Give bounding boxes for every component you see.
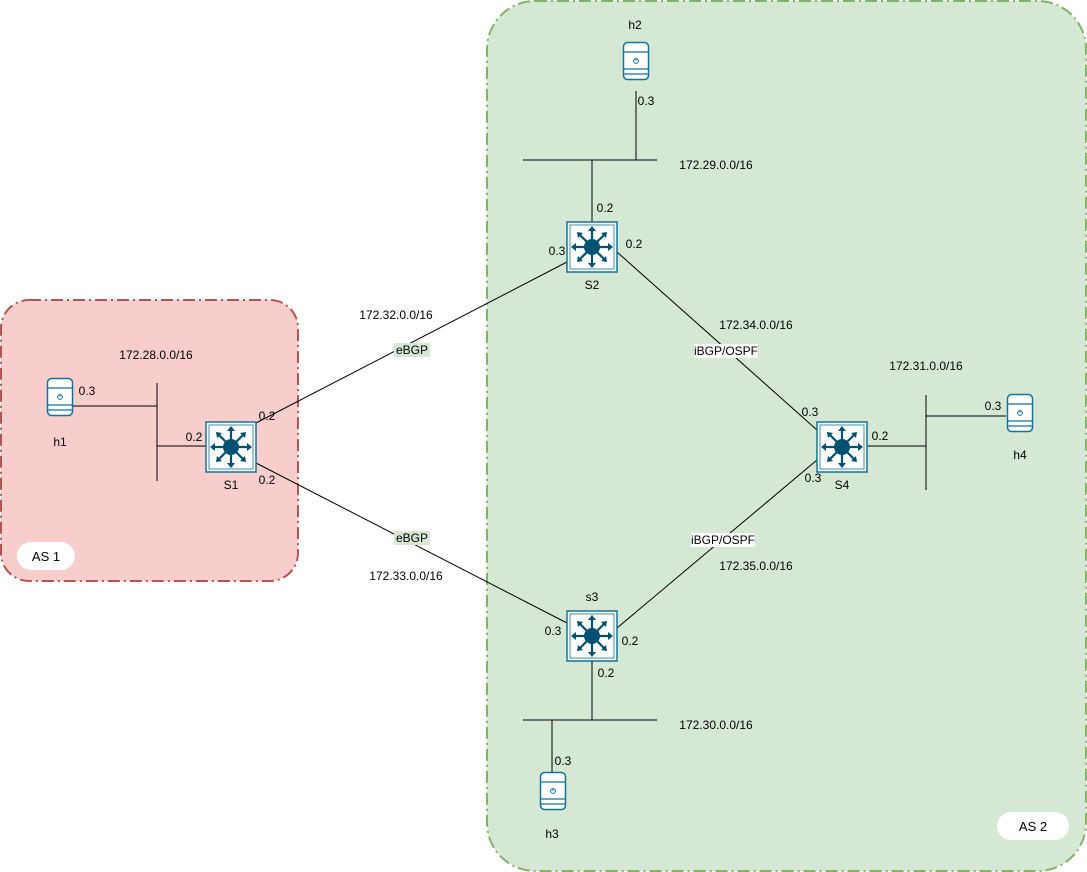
host-h3-label: h3 [545, 827, 559, 841]
if-s2-to-s1-label: 0.3 [549, 244, 566, 258]
as1-badge [17, 542, 75, 570]
as2-zone [486, 0, 1087, 872]
as1-label: AS 1 [32, 549, 60, 564]
subnet-172-35-label: 172.35.0.0/16 [719, 559, 793, 573]
subnet-172-31-label: 172.31.0.0/16 [889, 359, 963, 373]
subnet-172-28-label: 172.28.0.0/16 [119, 348, 193, 362]
host-h1-icon[interactable] [46, 377, 74, 417]
if-h2-label: 0.3 [638, 94, 655, 108]
subnet-172-32-label: 172.32.0.0/16 [359, 308, 433, 322]
if-h1-label: 0.3 [79, 384, 96, 398]
switch-s3-icon[interactable] [565, 609, 619, 663]
if-s4-lan-label: 0.2 [872, 429, 889, 443]
interface-labels: 0.3 0.2 0.2 0.2 0.3 0.2 0.3 0.2 0.3 0.2 … [79, 94, 1002, 768]
link-s1-s2 [255, 261, 568, 424]
host-h1-label: h1 [53, 435, 67, 449]
protocol-bg [394, 531, 430, 545]
protocol-s3-s4-label: iBGP/OSPF [691, 533, 755, 547]
switch-s1-icon[interactable] [204, 420, 258, 474]
subnet-172-29-label: 172.29.0.0/16 [679, 158, 753, 172]
if-s4-to-s2-label: 0.3 [802, 405, 819, 419]
switch-s3-label: s3 [586, 590, 599, 604]
if-s1-to-s2-label: 0.2 [259, 409, 276, 423]
links [73, 91, 1006, 772]
switch-s2-icon[interactable] [565, 220, 619, 274]
host-h3-icon[interactable] [539, 771, 567, 811]
if-h3-label: 0.3 [555, 754, 572, 768]
if-s2-to-s4-label: 0.2 [626, 237, 643, 251]
host-h4-label: h4 [1013, 448, 1027, 462]
if-s3-lan-label: 0.2 [598, 666, 615, 680]
if-h4-label: 0.3 [985, 399, 1002, 413]
switch-s1-label: S1 [224, 478, 239, 492]
protocol-bg [394, 343, 430, 357]
if-s1-to-s3-label: 0.2 [259, 473, 276, 487]
protocol-s2-s4-label: iBGP/OSPF [694, 344, 758, 358]
switch-s4-label: S4 [835, 478, 850, 492]
if-s2-lan-label: 0.2 [597, 201, 614, 215]
protocol-s1-s3-label: eBGP [396, 531, 428, 545]
subnet-172-34-label: 172.34.0.0/16 [719, 318, 793, 332]
link-s2-s4 [616, 251, 818, 431]
if-s3-to-s1-label: 0.3 [545, 624, 562, 638]
subnet-172-33-label: 172.33.0.0/16 [369, 569, 443, 583]
protocol-bg [691, 533, 755, 547]
switch-s4-icon[interactable] [815, 420, 869, 474]
if-s3-to-s4-label: 0.2 [622, 634, 639, 648]
switch-s2-label: S2 [585, 278, 600, 292]
if-s1-lan-label: 0.2 [186, 430, 203, 444]
as2-badge [997, 812, 1069, 840]
protocol-s1-s2-label: eBGP [396, 343, 428, 357]
as2-label: AS 2 [1019, 819, 1047, 834]
host-h2-icon[interactable] [622, 41, 650, 81]
as1-zone [0, 299, 299, 582]
host-h2-label: h2 [628, 18, 642, 32]
subnet-172-30-label: 172.30.0.0/16 [679, 718, 753, 732]
if-s4-to-s3-label: 0.3 [805, 471, 822, 485]
protocol-bg [694, 344, 758, 358]
host-h4-icon[interactable] [1006, 393, 1034, 433]
